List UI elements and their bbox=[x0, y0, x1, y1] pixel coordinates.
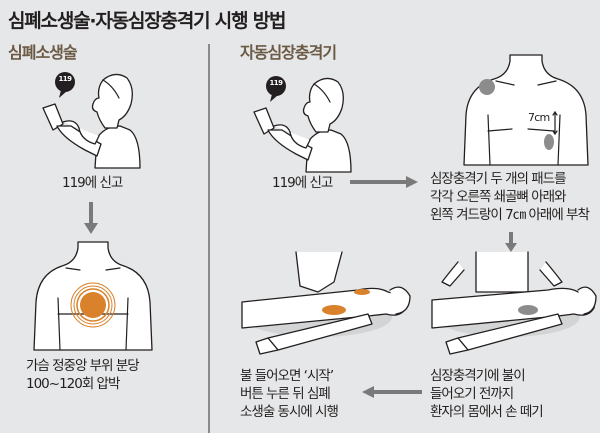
step-label-call-119-aed: 119에 신고 bbox=[272, 175, 333, 191]
section-heading-cpr: 심폐소생술 bbox=[8, 43, 78, 62]
label-line: 심장충격기 두 개의 패드를 bbox=[430, 171, 566, 187]
bubble-119-text: 119 bbox=[58, 75, 72, 83]
step-label-start-cpr: 불 들어오면 ‘시작’ 버튼 누른 뒤 심폐 소생술 동시에 시행 bbox=[240, 367, 339, 421]
step-label-hands-off: 심장충격기에 불이 들어오기 전까지 환자의 몸에서 손 떼기 bbox=[430, 367, 544, 421]
label-line: 들어오기 전까지 bbox=[430, 386, 514, 402]
label-line: 심장충격기에 불이 bbox=[430, 368, 526, 384]
section-divider bbox=[208, 44, 210, 433]
pad-right-clavicle-icon bbox=[479, 79, 495, 95]
pad-icon bbox=[354, 289, 370, 295]
page-title: 심폐소생술·자동심장충격기 시행 방법 bbox=[8, 10, 287, 32]
label-line: 환자의 몸에서 손 떼기 bbox=[430, 404, 544, 420]
arrow-down-icon bbox=[505, 232, 517, 252]
label-line: 버튼 누른 뒤 심폐 bbox=[240, 386, 331, 402]
step-label-compression: 가슴 정중앙 부위 분당 100~120회 압박 bbox=[26, 357, 140, 393]
label-line: 각각 오른쪽 쇄골뼈 아래와 bbox=[430, 189, 566, 205]
compression-target-icon bbox=[80, 292, 106, 318]
label-line: 100~120회 압박 bbox=[26, 376, 120, 392]
illustration-chest-compression bbox=[32, 241, 154, 351]
label-line: 가슴 정중앙 부위 분당 bbox=[26, 358, 140, 374]
arrow-right-icon bbox=[350, 176, 418, 188]
person-calling-icon bbox=[253, 76, 352, 173]
step-label-attach-pads: 심장충격기 두 개의 패드를 각각 오른쪽 쇄골뼈 아래와 왼쪽 겨드랑이 7㎝… bbox=[430, 170, 590, 224]
illustration-cpr-with-aed bbox=[238, 251, 418, 360]
label-line: 왼쪽 겨드랑이 7㎝ 아래에 부착 bbox=[430, 207, 590, 223]
illustration-hands-off bbox=[428, 251, 598, 360]
measure-label-7cm: 7cm bbox=[528, 111, 550, 124]
illustration-pad-placement: 7cm bbox=[462, 54, 590, 166]
pad-left-armpit-icon bbox=[544, 134, 554, 150]
bubble-119-text: 119 bbox=[269, 79, 283, 87]
person-calling-icon bbox=[42, 72, 141, 169]
illustration-person-calling-aed: 119 bbox=[246, 72, 356, 173]
label-line: 불 들어오면 ‘시작’ bbox=[240, 368, 334, 384]
arrow-down-icon bbox=[84, 202, 98, 234]
illustration-person-calling-cpr: 119 bbox=[35, 68, 145, 169]
speech-bubble bbox=[55, 72, 75, 92]
pad-icon bbox=[518, 305, 538, 315]
section-heading-aed: 자동심장충격기 bbox=[240, 43, 337, 62]
label-line: 소생술 동시에 시행 bbox=[240, 404, 339, 420]
step-label-call-119: 119에 신고 bbox=[62, 175, 123, 191]
pad-icon bbox=[322, 305, 346, 315]
arrow-left-icon bbox=[362, 386, 422, 398]
